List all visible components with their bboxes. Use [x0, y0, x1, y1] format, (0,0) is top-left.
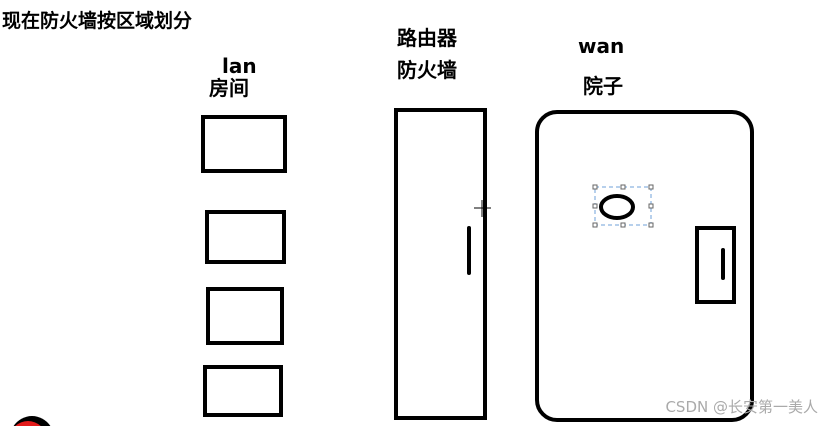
router-label: 路由器 [397, 26, 457, 50]
yard-ellipse [599, 194, 635, 220]
room-box-2 [205, 210, 286, 264]
crosshair-cursor-icon [474, 200, 491, 217]
room-box-1 [201, 115, 287, 173]
lan-label: lan [222, 54, 257, 78]
yard-door [695, 226, 736, 304]
yard-label: 院子 [583, 74, 623, 98]
room-label: 房间 [209, 76, 249, 100]
room-box-4 [203, 365, 283, 417]
yard-box [535, 110, 754, 422]
firewall-label: 防火墙 [397, 58, 457, 82]
avatar-icon [13, 416, 51, 426]
watermark: CSDN @长安第一美人 [665, 398, 818, 416]
firewall-box [394, 108, 487, 420]
selection-frame[interactable] [592, 184, 654, 228]
page-title: 现在防火墙按区域划分 [2, 10, 193, 32]
wan-label: wan [578, 34, 625, 58]
room-box-3 [206, 287, 284, 345]
